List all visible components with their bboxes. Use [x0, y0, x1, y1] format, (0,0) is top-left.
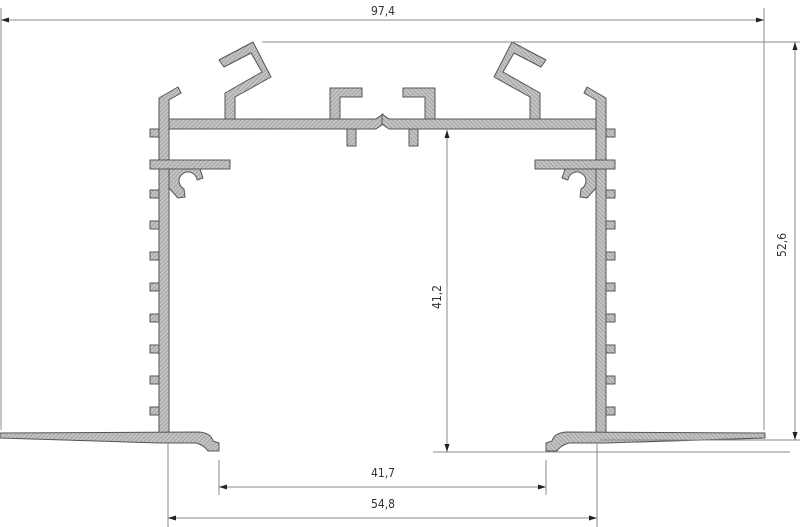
- label-opening-width: 41,7: [371, 466, 395, 480]
- profile-left-half: [0, 41, 384, 452]
- label-inner-height: 41,2: [430, 285, 444, 309]
- dimension-overall-height: 52,6: [262, 41, 800, 441]
- dimension-overall-width: 97,4: [0, 4, 765, 430]
- dimension-inner-height: 41,2: [430, 130, 790, 453]
- dimension-body-width: 54,8: [167, 443, 598, 527]
- label-overall-width: 97,4: [371, 4, 395, 18]
- dimension-opening-width: 41,7: [218, 460, 547, 495]
- label-overall-height: 52,6: [775, 233, 789, 257]
- profile-right-half: [381, 41, 766, 452]
- label-body-width: 54,8: [371, 497, 395, 511]
